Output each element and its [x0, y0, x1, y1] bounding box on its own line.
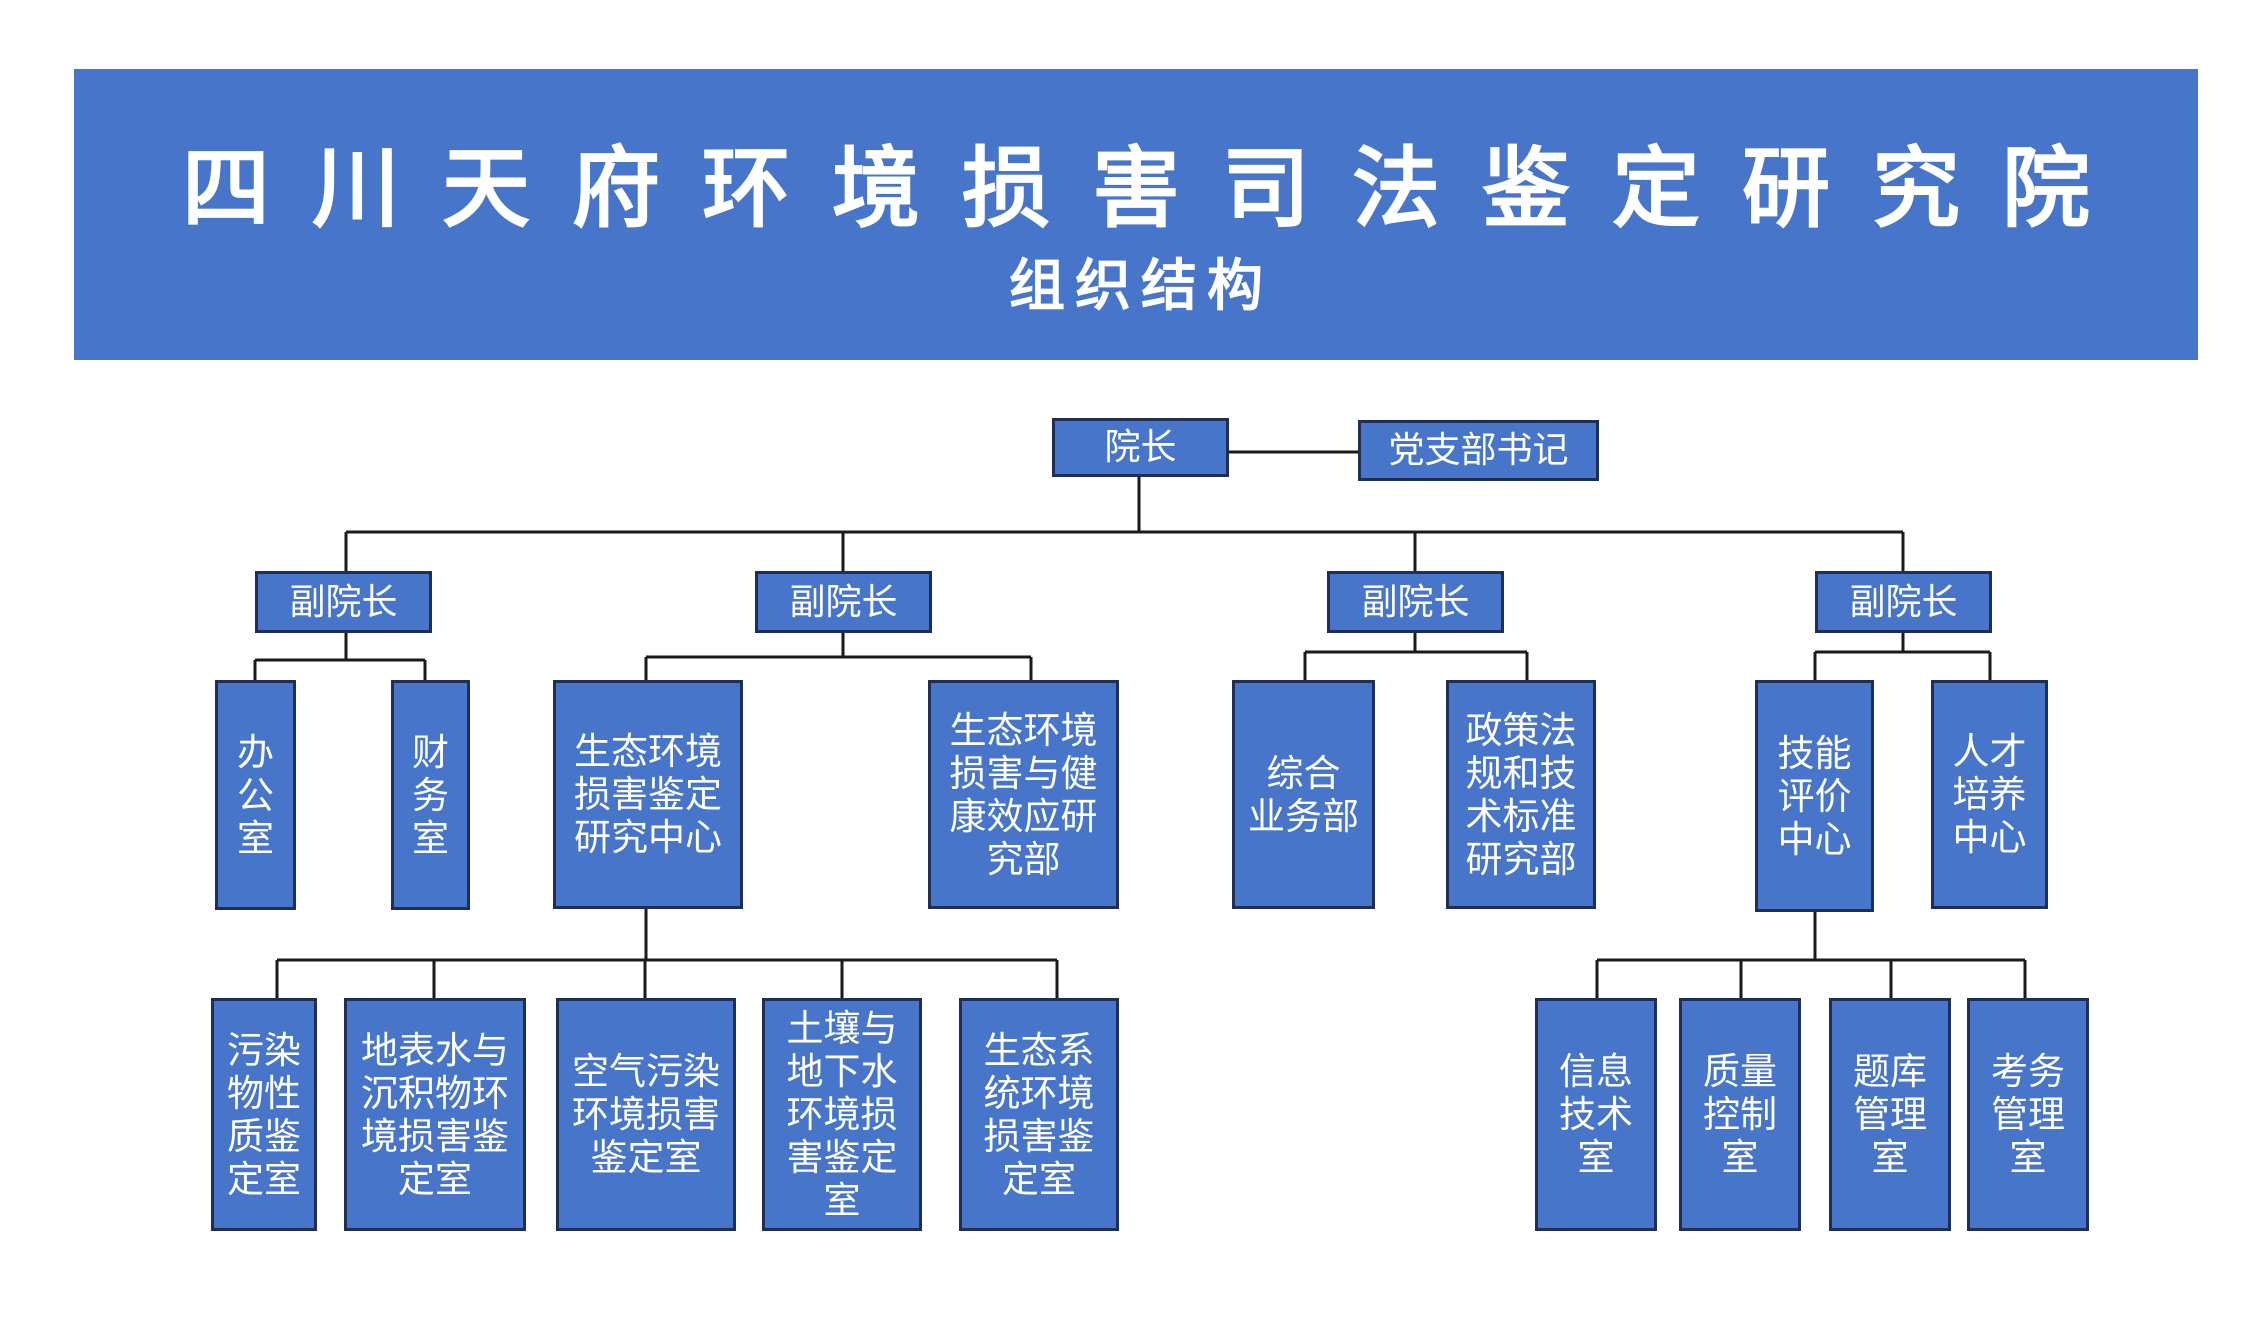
- vice-president-box-3: 副院长: [1327, 571, 1504, 633]
- room-label: 信息 技术 室: [1559, 1050, 1633, 1179]
- vice-president-label: 副院长: [289, 581, 398, 623]
- vice-president-box-1: 副院长: [255, 571, 432, 633]
- eco-center-box: 生态环境 损害鉴定 研究中心: [553, 680, 743, 909]
- skill-center-box: 技能 评价 中心: [1755, 680, 1874, 912]
- lab-label: 空气污染 环境损害 鉴定室: [572, 1050, 720, 1179]
- room-box-3: 题库 管理 室: [1829, 998, 1951, 1231]
- finance-box: 财 务 室: [391, 680, 470, 910]
- party-secretary-box: 党支部书记: [1358, 420, 1599, 481]
- lab-label: 土壤与 地下水 环境损 害鉴定 室: [786, 1007, 898, 1222]
- room-label: 质量 控制 室: [1703, 1050, 1777, 1179]
- health-dept-label: 生态环境 损害与健 康效应研 究部: [949, 708, 1098, 881]
- finance-label: 财 务 室: [412, 730, 449, 860]
- lab-label: 污染 物性 质鉴 定室: [227, 1028, 301, 1201]
- vice-president-box-4: 副院长: [1815, 571, 1992, 633]
- room-label: 考务 管理 室: [1991, 1050, 2065, 1179]
- vice-president-box-2: 副院长: [755, 571, 932, 633]
- president-box: 院长: [1052, 418, 1229, 477]
- vice-president-label: 副院长: [789, 581, 898, 623]
- lab-box-1: 污染 物性 质鉴 定室: [211, 998, 317, 1231]
- header-banner: 四川天府环境损害司法鉴定研究院 组织结构: [74, 69, 2198, 360]
- policy-dept-label: 政策法 规和技 术标准 研究部: [1465, 708, 1577, 881]
- room-label: 题库 管理 室: [1853, 1050, 1927, 1179]
- talent-center-box: 人才 培养 中心: [1931, 680, 2048, 909]
- general-dept-label: 综合 业务部: [1248, 751, 1359, 838]
- office-box: 办 公 室: [215, 680, 296, 910]
- president-label: 院长: [1104, 427, 1177, 468]
- health-dept-box: 生态环境 损害与健 康效应研 究部: [928, 680, 1119, 909]
- vice-president-label: 副院长: [1849, 581, 1958, 623]
- vice-president-label: 副院长: [1361, 581, 1470, 623]
- skill-center-label: 技能 评价 中心: [1777, 731, 1852, 861]
- general-dept-box: 综合 业务部: [1232, 680, 1375, 909]
- lab-box-5: 生态系 统环境 损害鉴 定室: [959, 998, 1119, 1231]
- page-subtitle: 组织结构: [1009, 254, 1273, 319]
- lab-label: 生态系 统环境 损害鉴 定室: [983, 1028, 1095, 1201]
- lab-box-3: 空气污染 环境损害 鉴定室: [556, 998, 736, 1231]
- lab-label: 地表水与 沉积物环 境损害鉴 定室: [361, 1028, 509, 1201]
- policy-dept-box: 政策法 规和技 术标准 研究部: [1446, 680, 1596, 909]
- page-title: 四川天府环境损害司法鉴定研究院: [181, 137, 2132, 240]
- room-box-4: 考务 管理 室: [1967, 998, 2089, 1231]
- office-label: 办 公 室: [237, 730, 274, 860]
- room-box-2: 质量 控制 室: [1679, 998, 1801, 1231]
- lab-box-4: 土壤与 地下水 环境损 害鉴定 室: [762, 998, 922, 1231]
- party-secretary-label: 党支部书记: [1388, 430, 1569, 471]
- lab-box-2: 地表水与 沉积物环 境损害鉴 定室: [344, 998, 526, 1231]
- talent-center-label: 人才 培养 中心: [1952, 730, 2027, 859]
- room-box-1: 信息 技术 室: [1535, 998, 1657, 1231]
- eco-center-label: 生态环境 损害鉴定 研究中心: [574, 730, 722, 859]
